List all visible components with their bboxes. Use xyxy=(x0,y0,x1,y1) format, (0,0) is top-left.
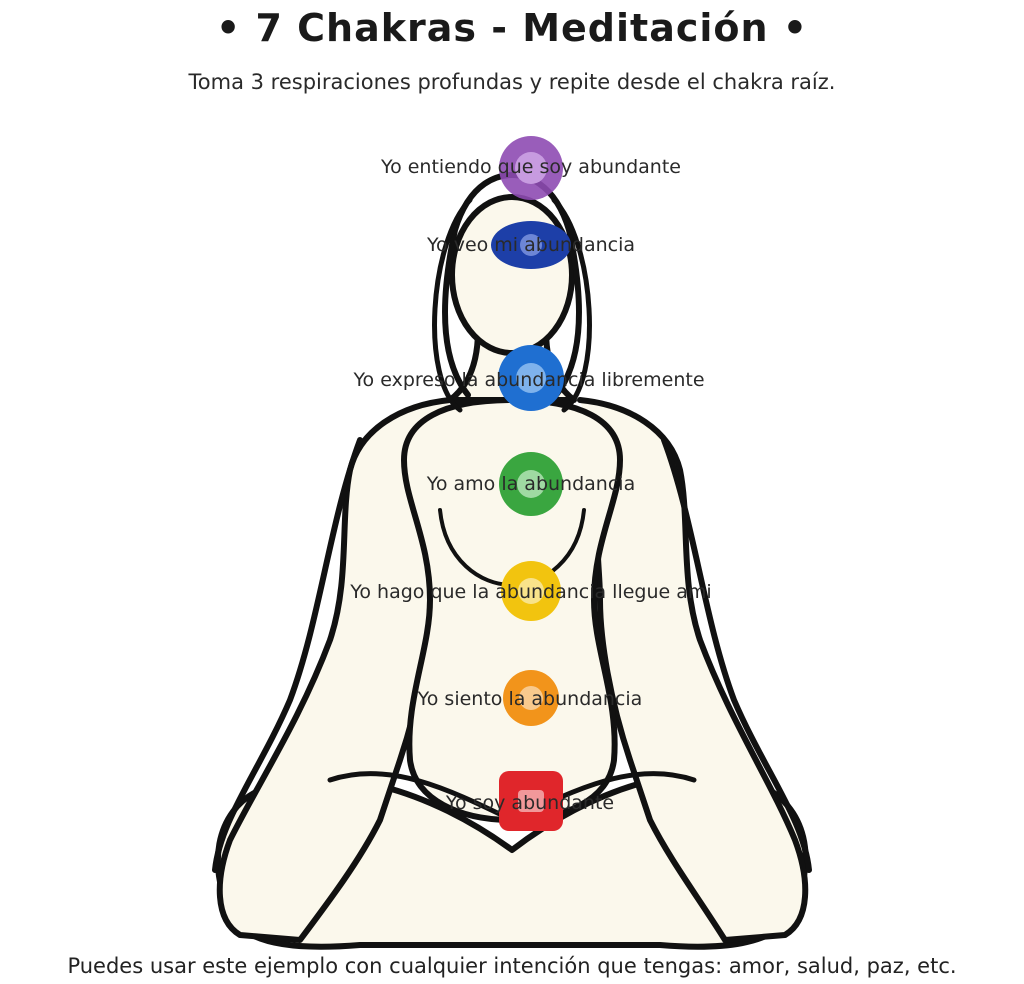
chakra-label-third-eye: Yo veo mi abundancia xyxy=(426,234,635,256)
root-chakra-icon xyxy=(499,771,563,831)
head xyxy=(449,194,575,356)
solar-plexus-chakra-icon xyxy=(501,561,561,621)
chakra-label-crown: Yo entiendo que soy abundante xyxy=(380,156,681,178)
hair-outer xyxy=(432,197,592,413)
crown-chakra-icon xyxy=(499,136,563,200)
heart-chakra-icon xyxy=(499,452,563,516)
chakra-label-heart: Yo amo la abundancia xyxy=(426,473,635,495)
throat-chakra-icon xyxy=(498,345,564,411)
third-eye-chakra-icon xyxy=(491,221,571,269)
page-title: • 7 Chakras - Meditación • xyxy=(215,6,809,50)
page-subtitle: Toma 3 respiraciones profundas y repite … xyxy=(188,70,836,94)
chakra-label-solar-plexus: Yo hago que la abundancia llegue ami xyxy=(349,581,711,603)
left-arm xyxy=(212,437,363,873)
right-arm xyxy=(661,437,812,873)
page-footer: Puedes usar este ejemplo con cualquier i… xyxy=(67,954,957,978)
chakra-label-sacral: Yo siento la abundancia xyxy=(417,688,643,710)
chakra-label-throat: Yo expreso la abundancia libremente xyxy=(352,369,704,391)
chakra-label-root: Yo soy abundante xyxy=(445,792,614,814)
sacral-chakra-icon xyxy=(503,670,559,726)
